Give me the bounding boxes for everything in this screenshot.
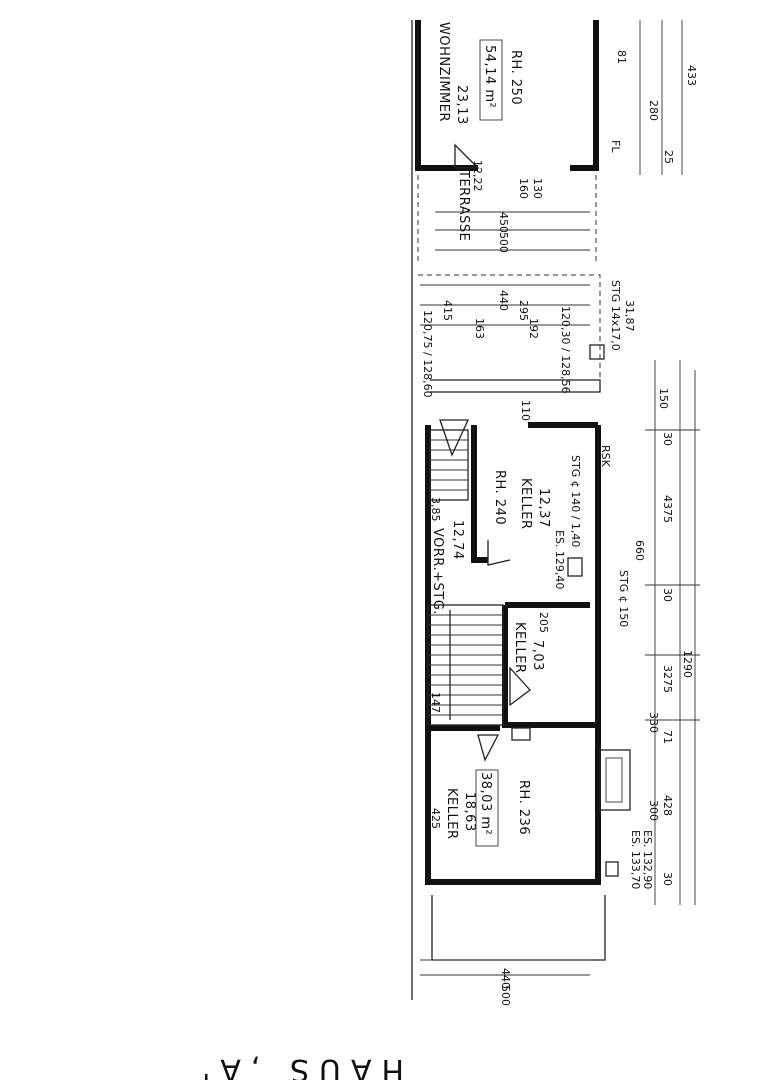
room-name-vorraum: VORR.+STG. xyxy=(430,528,445,615)
dim-81: 81 xyxy=(615,50,628,64)
dim-433: 433 xyxy=(685,65,698,86)
annotation-levels-mid: 120,30 / 128,56 xyxy=(559,306,572,394)
dim-160: 160 xyxy=(517,178,530,199)
dim-330: 330 xyxy=(647,712,660,733)
annotation-fl: FL xyxy=(609,140,622,153)
dim-30a: 30 xyxy=(661,432,674,446)
dim-300: 300 xyxy=(647,800,660,821)
dim-147: 147 xyxy=(429,692,442,713)
dim-660: 660 xyxy=(633,540,646,561)
dim-428: 428 xyxy=(661,795,674,816)
annotation-stg-area: 31,87 xyxy=(623,300,636,332)
room-height-keller-lower: RH. 236 xyxy=(516,780,531,835)
room-area-wohnzimmer: 23,13 xyxy=(454,85,469,125)
room-area-keller-middle: 7,03 xyxy=(530,640,545,671)
room-area-keller-lower: 18,63 xyxy=(462,792,477,832)
room-name-keller-lower: KELLER xyxy=(444,788,459,839)
annotation-rsk: RSK xyxy=(599,445,612,468)
dim-450: 450 xyxy=(497,212,510,233)
dim-500b: 500 xyxy=(499,985,512,1006)
dim-205: 205 xyxy=(537,612,550,633)
dimension-lines xyxy=(420,20,700,976)
dim-163: 163 xyxy=(473,318,486,339)
level-keller-upper: ES. 129,40 xyxy=(553,530,566,589)
dim-440a: 440 xyxy=(497,290,510,311)
dim-150: 150 xyxy=(657,388,670,409)
dim-25: 25 xyxy=(662,150,675,164)
room-area-keller-upper: 12,37 xyxy=(536,488,551,528)
fixtures xyxy=(511,344,631,877)
dim-500a: 500 xyxy=(497,232,510,253)
room-area-terrasse: 12,22 xyxy=(471,160,484,192)
annotation-levels-bottom-1: ES. 133,70 xyxy=(629,830,642,889)
dim-425: 425 xyxy=(429,808,442,829)
room-total-area-keller-lower: 38,03 m² xyxy=(478,772,493,835)
annotation-levels-top: 120,75 / 128,60 xyxy=(421,310,434,398)
room-name-wohnzimmer: WOHNZIMMER xyxy=(436,22,451,122)
room-height-keller-upper: RH. 240 xyxy=(492,470,507,525)
room-total-area-wohnzimmer: 54,14 m² xyxy=(482,45,497,108)
dim-110: 110 xyxy=(519,400,532,421)
dim-1290: 1290 xyxy=(681,650,694,678)
room-height-wohnzimmer: RH. 250 xyxy=(508,50,523,105)
annotation-stg: STG 14x17,0 xyxy=(609,280,622,351)
dim-415: 415 xyxy=(441,300,454,321)
dim-130: 130 xyxy=(531,178,544,199)
room-name-terrasse: TERRASSE xyxy=(456,169,471,241)
annotation-stg-mid: STG ¢ 140 / 1,40 xyxy=(569,455,582,547)
plan-title: HAUS ‚A' xyxy=(192,1052,404,1080)
dim-3275: 3275 xyxy=(661,665,674,693)
staircase xyxy=(427,429,504,726)
dim-4375: 4375 xyxy=(661,495,674,523)
room-name-keller-upper: KELLER xyxy=(518,478,533,529)
dim-192: 192 xyxy=(527,318,540,339)
room-extra-vorraum: 3,85 xyxy=(429,497,442,522)
dim-280: 280 xyxy=(647,100,660,121)
dim-71: 71 xyxy=(661,730,674,744)
dim-30c: 30 xyxy=(661,872,674,886)
annotation-stg-lower: STG ¢ 150 xyxy=(617,570,630,627)
door-swings xyxy=(439,143,531,762)
annotation-levels-bottom-2: ES. 132,90 xyxy=(641,830,654,889)
room-area-vorraum: 12,74 xyxy=(450,520,465,560)
dim-30b: 30 xyxy=(661,588,674,602)
dim-440b: 440 xyxy=(499,968,512,989)
room-name-keller-middle: KELLER xyxy=(512,622,527,673)
dim-295: 295 xyxy=(517,300,530,321)
